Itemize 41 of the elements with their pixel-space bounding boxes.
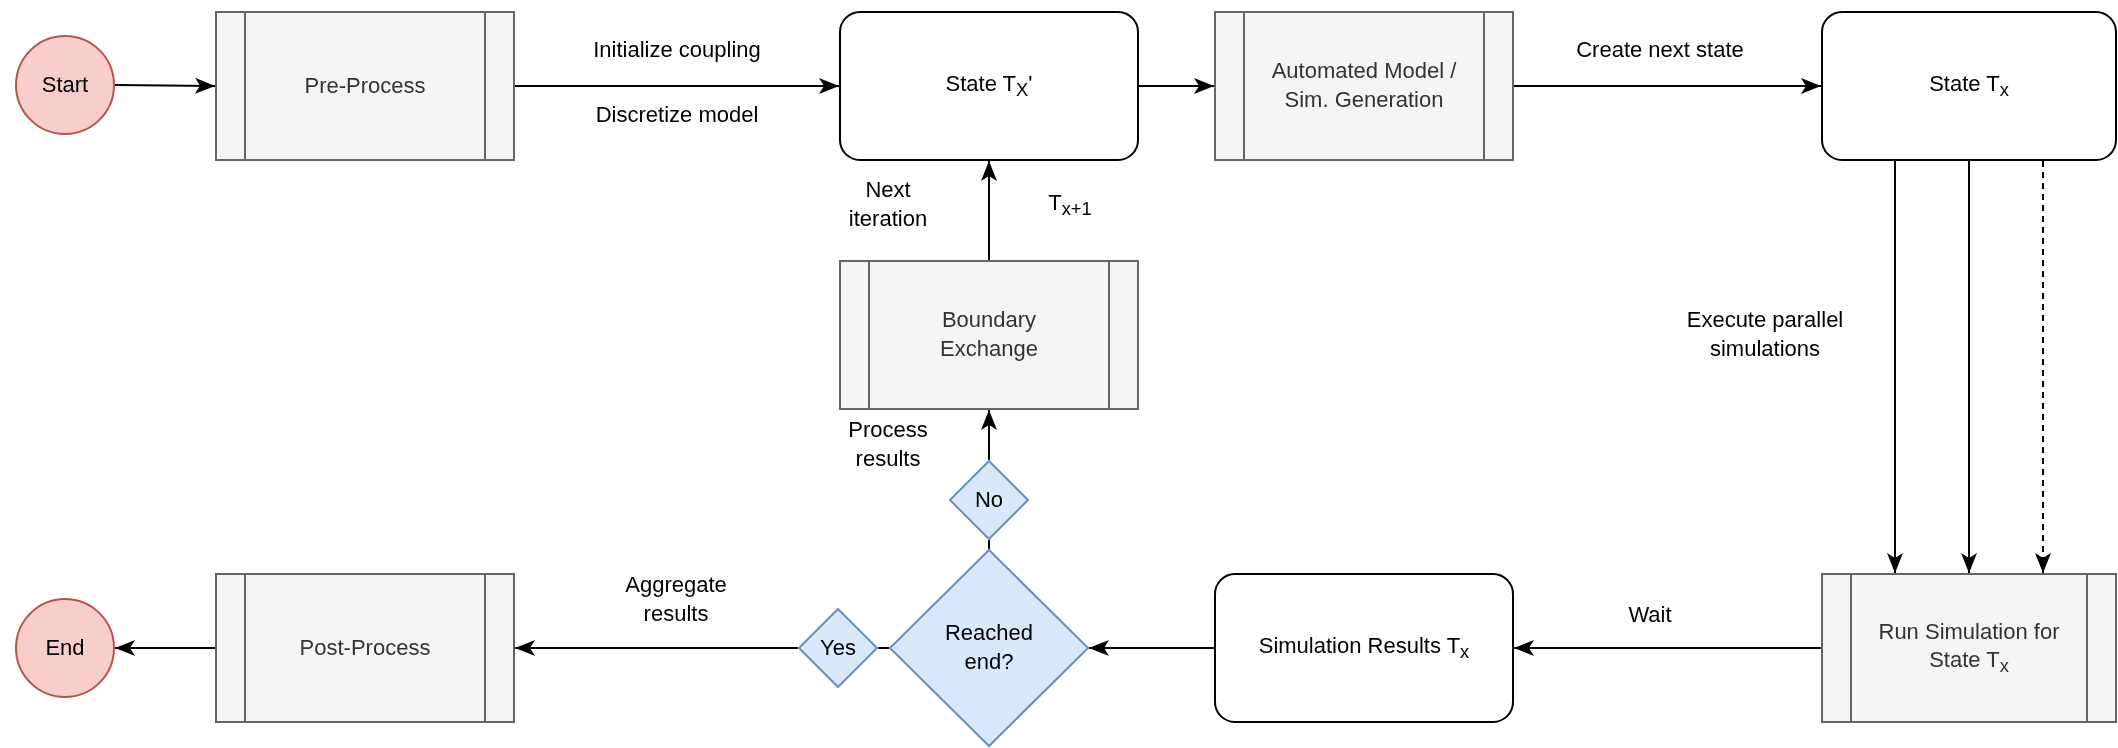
process-box (1821, 573, 2117, 723)
node-label: Reached end? (943, 619, 1035, 676)
process-box (215, 11, 515, 161)
arrow (981, 160, 997, 261)
arrow (114, 640, 216, 656)
arrow (1513, 640, 1822, 656)
node-label: Post-Process (299, 633, 431, 662)
arrow (1138, 78, 1215, 94)
connector-line (877, 647, 890, 649)
node-label: Run Simulation for State T$_{x}$ (1877, 617, 2061, 679)
process-box (1214, 11, 1514, 161)
decision-diamond (798, 608, 878, 688)
node-label: Automated Model / Sim. Generation (1270, 57, 1458, 114)
arrow (514, 78, 840, 94)
state-box (1214, 573, 1514, 723)
arrow (114, 77, 216, 94)
node-label: State T$_{x}$ (1929, 69, 2009, 103)
node-label: State T$_{X}$' (945, 69, 1033, 103)
arrow (2035, 160, 2051, 574)
arrow (514, 640, 799, 656)
state-box (1821, 11, 2117, 161)
process-box (215, 573, 515, 723)
node-label: End (45, 633, 85, 662)
decision-diamond (949, 460, 1029, 540)
node-label: Yes (820, 633, 856, 662)
process-box (839, 260, 1139, 410)
node-label: Start (41, 70, 89, 99)
state-box (839, 11, 1139, 161)
arrow (1887, 160, 1903, 574)
start-end-circle (15, 35, 115, 135)
arrow (1088, 640, 1215, 656)
connector-line (988, 539, 990, 550)
start-end-circle (15, 598, 115, 698)
node-label: No (974, 485, 1004, 514)
node-label: Pre-Process (304, 71, 426, 100)
arrow (981, 409, 997, 461)
node-label: Simulation Results T$_{x}$ (1257, 631, 1471, 665)
arrow (1961, 160, 1977, 574)
decision-diamond (889, 549, 1089, 747)
node-label: Boundary Exchange (939, 306, 1039, 363)
arrow (1513, 78, 1822, 94)
